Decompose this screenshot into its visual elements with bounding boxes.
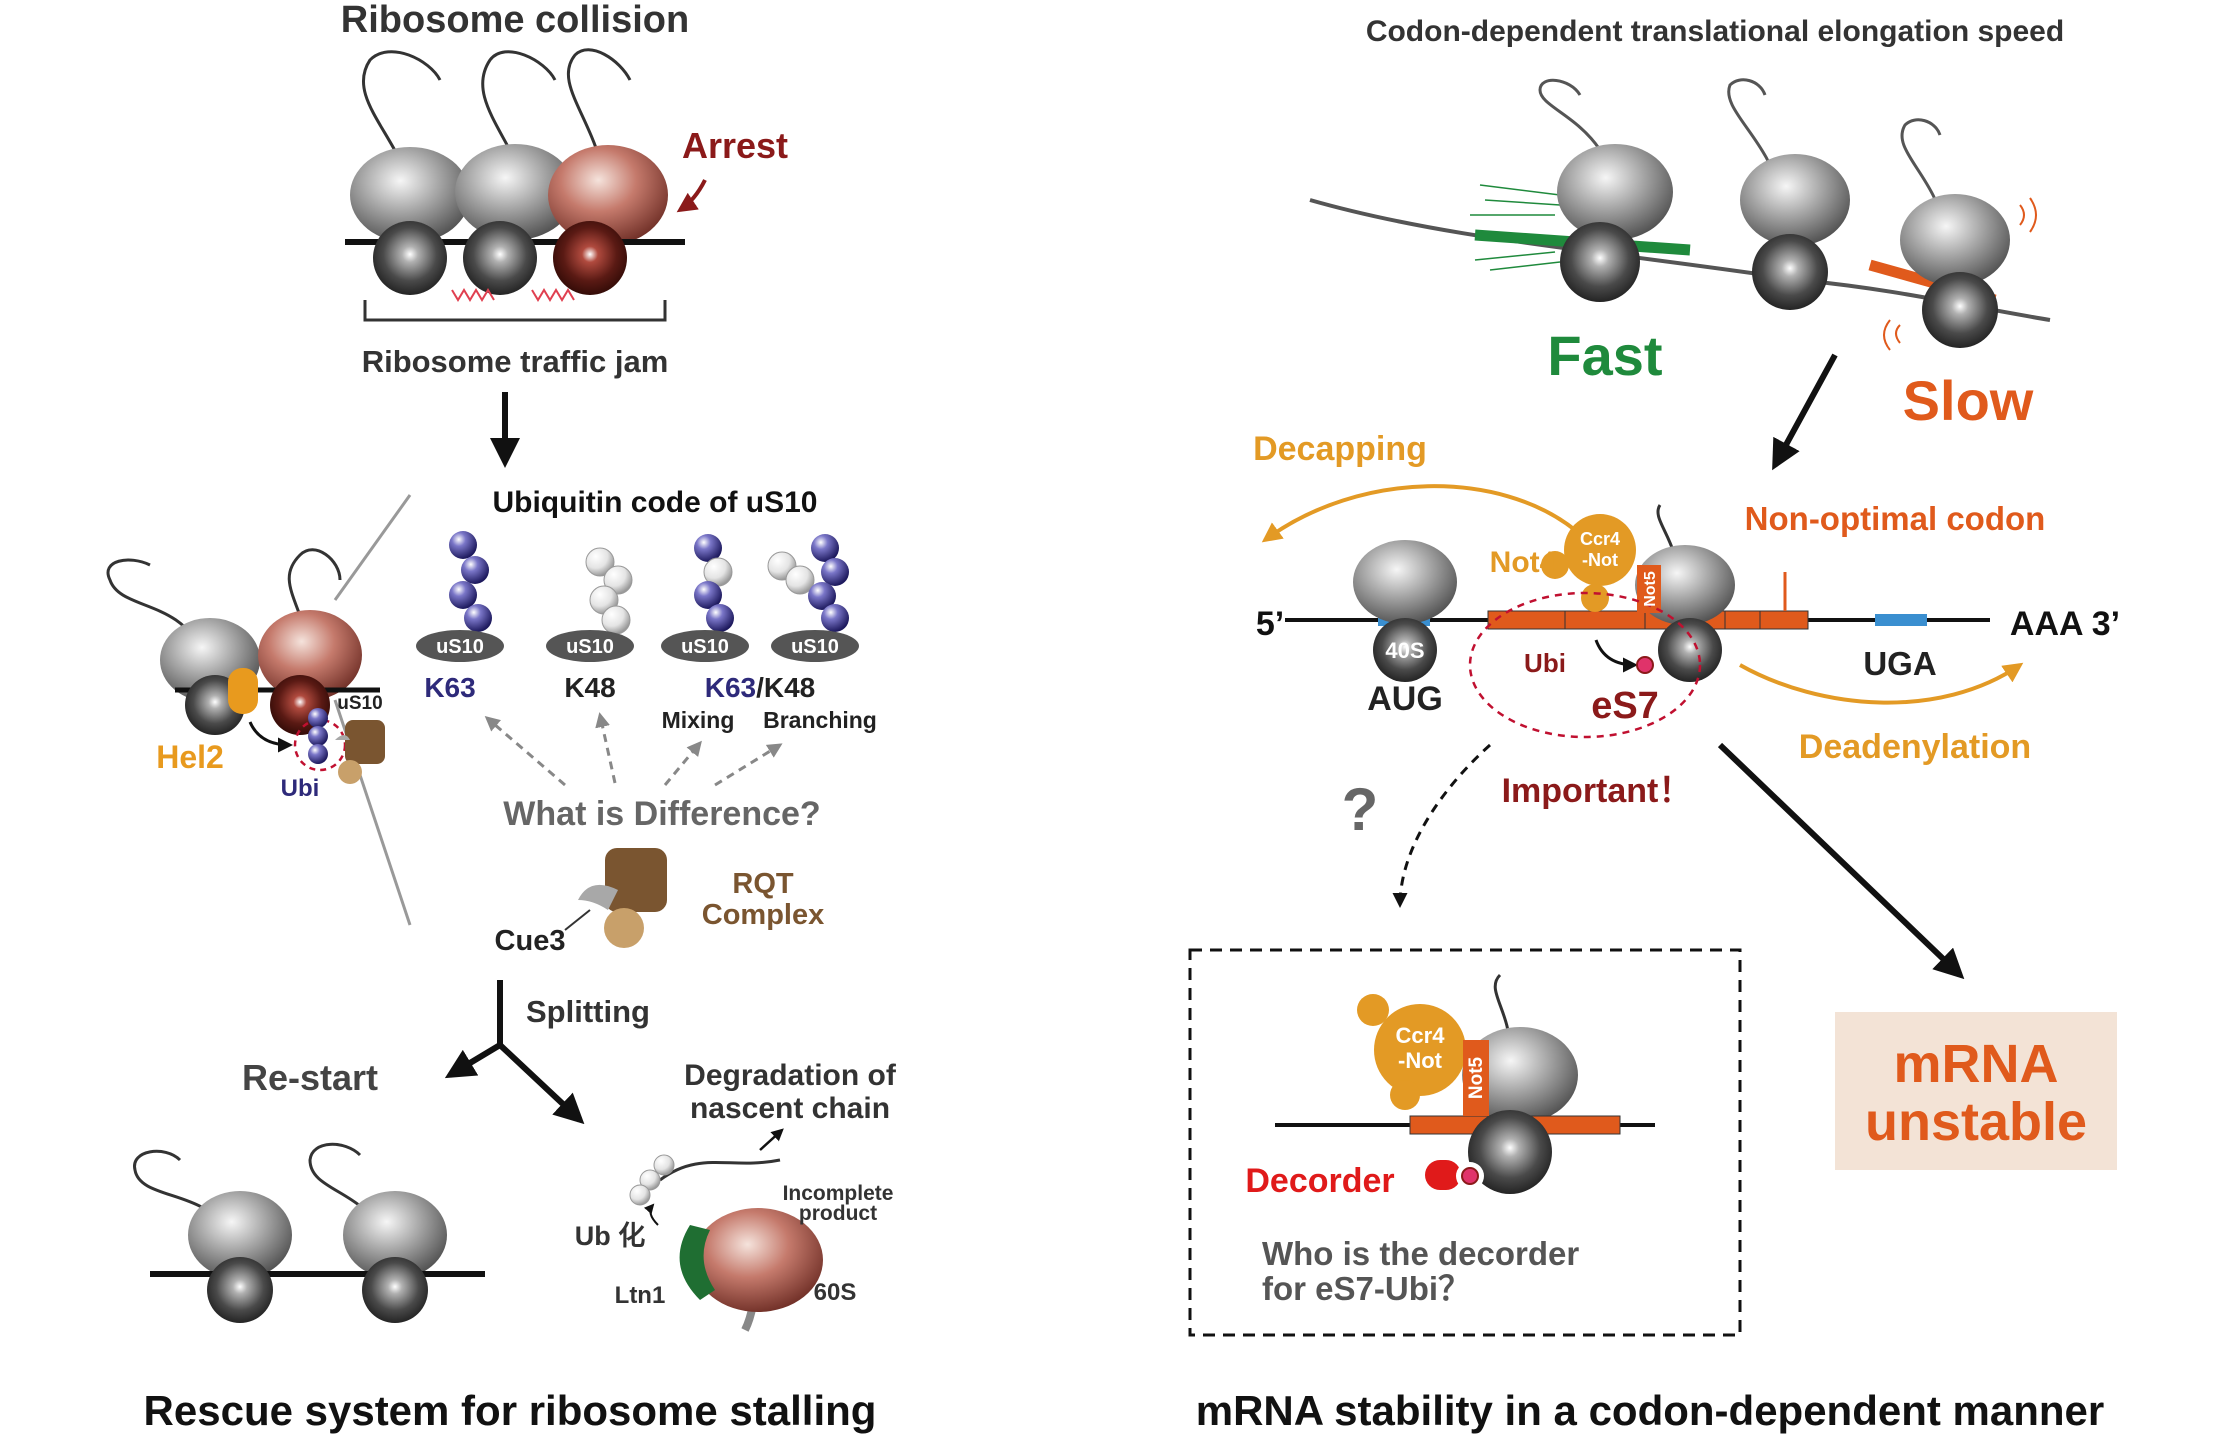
incomplete-label: Incomplete — [783, 1182, 894, 1205]
important-label: Important！ — [1502, 772, 1693, 810]
es7-label: eS7 — [1591, 685, 1659, 727]
us10-label: uS10 — [566, 636, 614, 658]
mrna-track — [1285, 504, 1990, 739]
ubiquitin-code-title: Ubiquitin code of uS10 — [492, 486, 817, 519]
large-subunit — [350, 147, 470, 243]
rqt-label: RQT — [732, 868, 794, 900]
incomplete-label: product — [799, 1202, 877, 1225]
k63-chain — [416, 531, 504, 662]
cue3-label: Cue3 — [495, 925, 566, 957]
decorder-label: Decorder — [1245, 1162, 1394, 1200]
restart-ribosomes — [133, 1142, 485, 1323]
who-label: for eS7-Ubi？ — [1262, 1270, 1471, 1307]
60s-ltn1 — [629, 1154, 823, 1332]
us10-label: uS10 — [681, 636, 729, 658]
arrest-arrow — [676, 179, 707, 213]
deadenylation-arrow — [1739, 662, 2024, 705]
not5-label: Not5 — [1642, 571, 1659, 607]
decorder-box — [1188, 948, 1742, 1337]
difference-label: What is Difference? — [503, 795, 820, 833]
ubi-label-right: Ubi — [1524, 648, 1566, 678]
left-title: Ribosome collision — [341, 0, 689, 41]
branching-chain — [767, 534, 859, 662]
splitting-label: Splitting — [526, 994, 650, 1029]
degradation-label: nascent chain — [690, 1092, 890, 1125]
complex-label: Complex — [702, 899, 824, 931]
ubi-label-left: Ubi — [281, 775, 320, 802]
ccr4-label: -Not — [1398, 1048, 1443, 1073]
nonoptimal-label: Non-optimal codon — [1745, 500, 2046, 537]
deadenylation-label: Deadenylation — [1799, 728, 2031, 766]
ub-label: Ub 化 — [575, 1221, 646, 1251]
decapping-label: Decapping — [1253, 430, 1427, 468]
not5-label: Not5 — [1466, 1056, 1487, 1099]
question-mark: ? — [1342, 776, 1379, 843]
small-subunit — [463, 221, 537, 295]
arrest-label: Arrest — [682, 125, 788, 166]
us10-small-label: uS10 — [337, 693, 382, 714]
mixing-chain — [661, 534, 749, 662]
split-arrow — [444, 980, 503, 1079]
traffic-jam-bracket — [363, 300, 667, 322]
60s-label: 60S — [814, 1279, 857, 1306]
decorder-ribosome — [1275, 973, 1655, 1194]
restart-label: Re-start — [242, 1057, 378, 1098]
who-label: Who is the decorder — [1262, 1235, 1579, 1272]
aaa-label: AAA 3’ — [2010, 605, 2120, 643]
hel2-protein — [228, 668, 258, 714]
unstable-label: unstable — [1865, 1092, 2087, 1152]
down-arrow-right — [1772, 353, 1838, 471]
hel2-ribosome — [106, 548, 385, 784]
small-subunit — [373, 221, 447, 295]
left-caption: Rescue system for ribosome stalling — [144, 1387, 877, 1434]
hel2-label: Hel2 — [156, 739, 224, 775]
ccr4-label: Ccr4 — [1580, 529, 1620, 549]
large-subunit — [455, 144, 575, 240]
mixing-label: Mixing — [662, 707, 735, 733]
mrna-unstable-box — [1835, 1012, 2117, 1170]
mrna-label: mRNA — [1893, 1034, 2058, 1094]
decapping-arrow — [1261, 484, 1577, 543]
us10-label: uS10 — [791, 636, 839, 658]
dashed-arrow — [1392, 743, 1492, 908]
stalled-large-subunit — [548, 145, 668, 245]
elongation-ribosomes — [1309, 78, 2051, 351]
degradation-label: Degradation of — [684, 1059, 897, 1092]
40s-label: 40S — [1385, 638, 1424, 663]
us10-label: uS10 — [436, 636, 484, 658]
five-prime-label: 5’ — [1256, 605, 1284, 643]
unstable-arrow — [1717, 742, 1965, 980]
fast-label: Fast — [1547, 324, 1662, 387]
colliding-ribosomes — [345, 48, 685, 302]
slow-label: Slow — [1903, 369, 2034, 432]
k63-label: K63 — [424, 672, 475, 703]
difference-arrows — [484, 712, 783, 787]
branching-label: Branching — [763, 707, 877, 733]
ccr4-label: -Not — [1582, 550, 1618, 570]
k63-k48-label: K63/K48 — [705, 672, 816, 703]
right-title: Codon-dependent translational elongation… — [1366, 15, 2064, 48]
traffic-jam-label: Ribosome traffic jam — [362, 344, 669, 379]
stalled-small-subunit — [553, 221, 627, 295]
k48-chain — [546, 547, 634, 662]
ltn1-label: Ltn1 — [615, 1282, 666, 1309]
ccr4-label: Ccr4 — [1396, 1023, 1446, 1048]
k48-label: K48 — [564, 672, 615, 703]
right-caption: mRNA stability in a codon-dependent mann… — [1196, 1387, 2105, 1434]
rqt-complex — [578, 848, 667, 948]
not4-label: Not4 — [1490, 546, 1557, 579]
uga-label: UGA — [1863, 645, 1936, 682]
aug-label: AUG — [1367, 680, 1443, 718]
